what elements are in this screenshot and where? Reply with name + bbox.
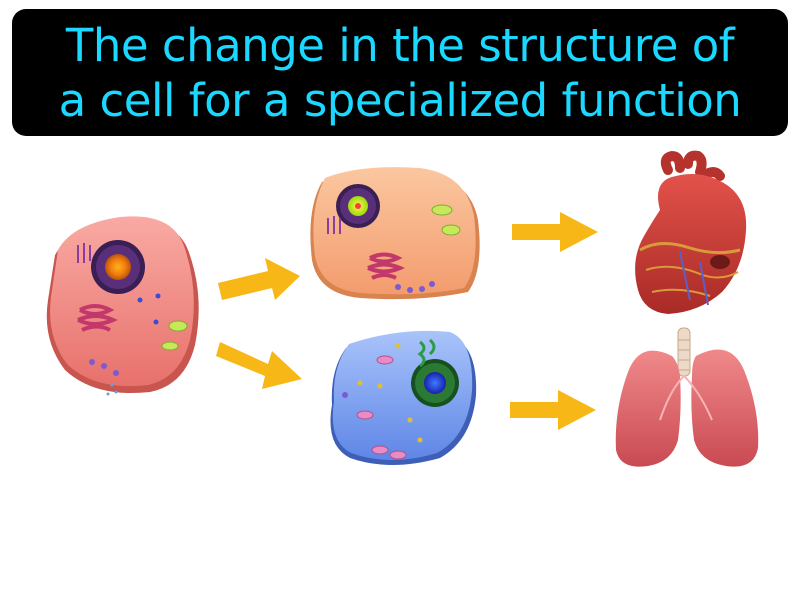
lungs-icon xyxy=(615,327,759,467)
arrow-right-icon xyxy=(216,342,302,389)
heart-muscle-cell-icon xyxy=(310,167,480,300)
arrow-right-icon xyxy=(512,212,598,252)
title-banner: The change in the structure of a cell fo… xyxy=(12,9,788,136)
arrow-right-icon xyxy=(510,390,596,430)
stem-cell-icon xyxy=(46,216,199,396)
arrow-right-icon xyxy=(218,258,300,300)
heart-icon xyxy=(635,150,747,314)
title-line-2: a cell for a specialized function xyxy=(58,73,742,127)
title-line-1: The change in the structure of xyxy=(65,18,735,72)
lung-cell-icon xyxy=(330,330,477,465)
